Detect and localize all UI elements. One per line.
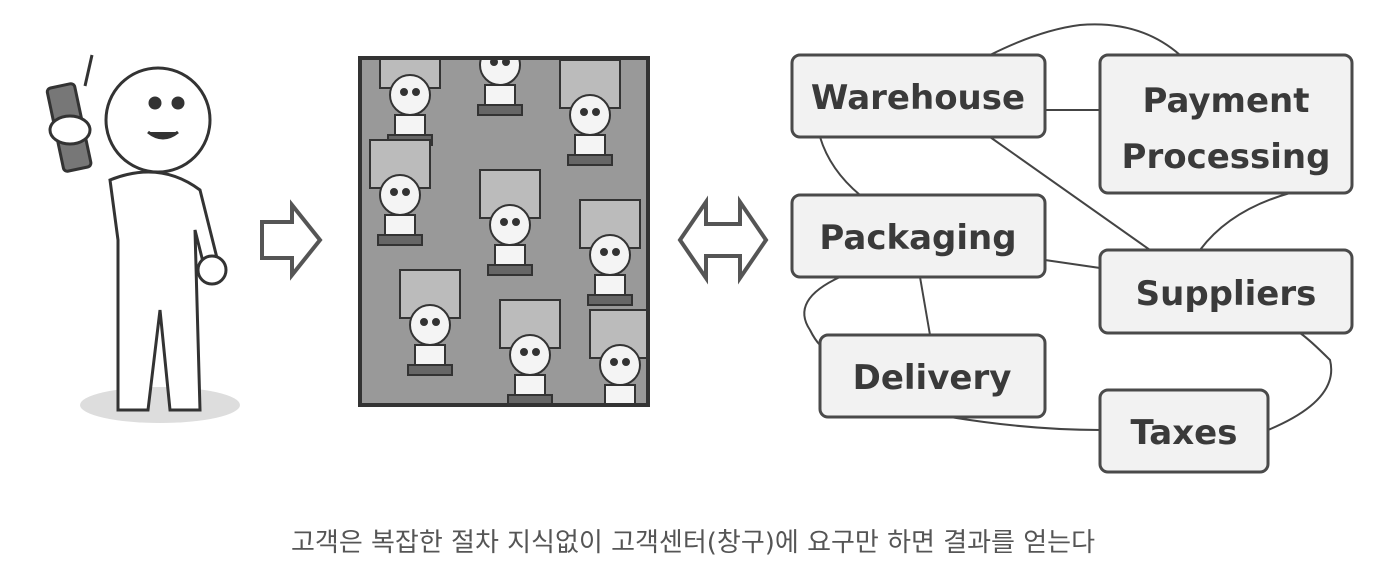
svg-text:Suppliers: Suppliers: [1136, 274, 1317, 314]
packaging-box: Packaging: [790, 193, 1047, 279]
caption: 고객은 복잡한 절차 지식없이 고객센터(창구)에 요구만 하면 결과를 얻는다: [290, 528, 1095, 558]
suppliers-box: Suppliers: [1098, 248, 1354, 335]
taxes-box: Taxes: [1098, 388, 1270, 474]
svg-text:Packaging: Packaging: [819, 218, 1016, 258]
svg-text:Processing: Processing: [1122, 137, 1331, 177]
svg-text:Warehouse: Warehouse: [811, 78, 1025, 118]
svg-text:Taxes: Taxes: [1131, 413, 1238, 453]
call-center-image: [358, 56, 650, 407]
payment-processing-box: Payment Processing: [1098, 53, 1354, 195]
arrow-right-icon: [260, 199, 323, 281]
svg-text:Delivery: Delivery: [853, 358, 1012, 398]
svg-text:Payment: Payment: [1142, 81, 1309, 121]
warehouse-box: Warehouse: [790, 53, 1047, 139]
phone-icon: [45, 54, 94, 173]
customer-figure: [45, 54, 240, 423]
delivery-box: Delivery: [818, 333, 1047, 419]
double-arrow-icon: [677, 195, 769, 285]
service-connections: [803, 23, 1333, 431]
